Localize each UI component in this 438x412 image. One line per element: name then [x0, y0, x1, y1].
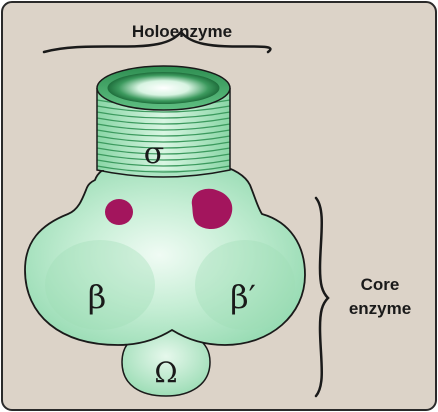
sigma-label: σ — [144, 136, 164, 171]
sigma-cylinder-outline — [96, 88, 231, 178]
beta-prime-label: β′ — [230, 278, 256, 316]
active-site-spot-right — [191, 188, 233, 230]
beta-label: β — [88, 278, 107, 316]
core-enzyme-label-line2: enzyme — [349, 299, 411, 318]
active-site-spot-left — [105, 199, 133, 225]
core-enzyme-body — [24, 157, 306, 346]
core-enzyme-brace — [314, 196, 330, 398]
core-enzyme-label-line1: Core — [361, 275, 400, 294]
omega-label: Ω — [154, 356, 177, 389]
holoenzyme-label: Holoenzyme — [132, 22, 232, 41]
sigma-opening — [107, 72, 220, 104]
beta-lobe-shade — [45, 240, 155, 330]
beta-prime-lobe-shade — [195, 240, 295, 330]
holoenzyme-brace — [42, 30, 272, 54]
